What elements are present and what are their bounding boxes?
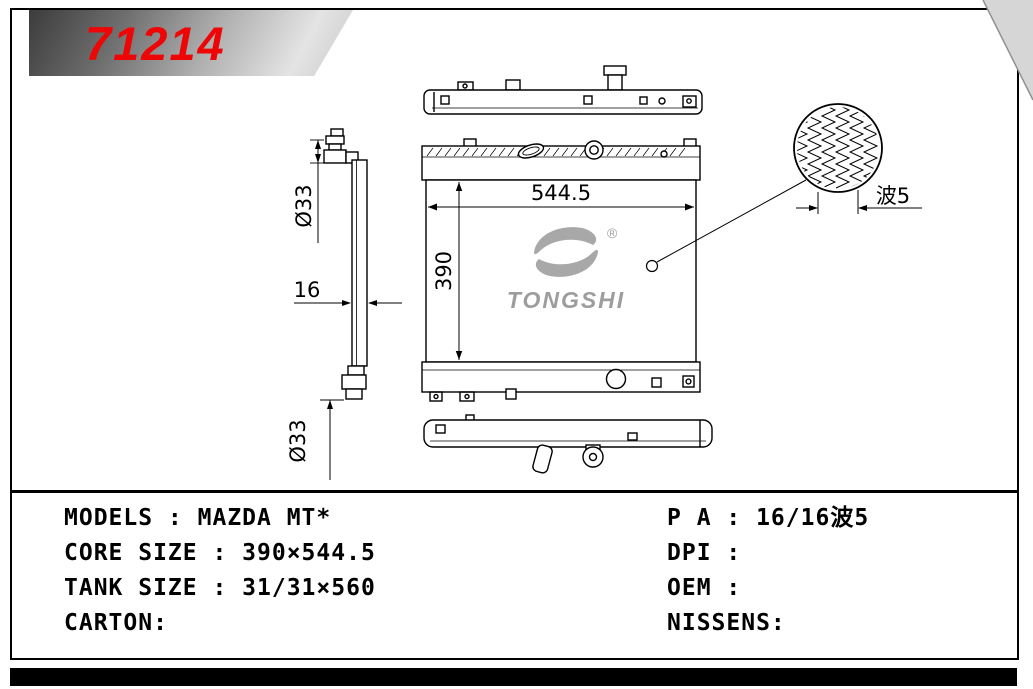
spec-oem: OEM :: [667, 575, 742, 601]
radiator-side-view: [323, 128, 368, 400]
page-corner-fold: [982, 0, 1033, 101]
spec-core-size: CORE SIZE : 390×544.5: [64, 540, 376, 566]
radiator-top-view: [423, 65, 703, 115]
part-number: 71214: [85, 16, 226, 70]
spec-column-right: P A : 16/16波5 DPI : OEM : NISSENS:: [667, 505, 869, 637]
spec-pa: P A : 16/16波5: [667, 505, 870, 531]
sheet-border: [10, 8, 1019, 660]
fin-detail: 波5: [645, 103, 922, 273]
dim-core-height-label: 390: [432, 251, 456, 291]
sheet-footer-bar: [10, 668, 1017, 686]
dim-bottom-pipe-label: Ø33: [286, 419, 310, 462]
spec-tank-size: TANK SIZE : 31/31×560: [64, 575, 376, 601]
part-number-banner: 71214: [29, 10, 353, 76]
spec-carton: CARTON:: [64, 610, 168, 636]
dim-top-pipe-label: Ø33: [292, 184, 316, 227]
spec-models: MODELS : MAZDA MT*: [64, 505, 332, 531]
dimension-thickness: 16: [294, 278, 402, 306]
dimension-bottom-pipe: Ø33: [286, 399, 344, 480]
dimension-core-width: 544.5: [428, 181, 694, 211]
logo-registered-mark: ®: [607, 225, 618, 241]
dim-fin-label: 波5: [876, 184, 910, 208]
radiator-bottom-view: [423, 414, 713, 474]
spec-column-left: MODELS : MAZDA MT* CORE SIZE : 390×544.5…: [64, 505, 376, 637]
dimension-top-pipe: Ø33: [292, 139, 324, 243]
dim-core-width-label: 544.5: [531, 181, 591, 205]
tongshi-logo: ® TONGSHI: [507, 225, 625, 313]
dimension-core-height: 390: [432, 182, 463, 360]
logo-swoosh-bottom: [535, 249, 598, 277]
spec-nissens: NISSENS:: [667, 610, 786, 636]
logo-wordmark: TONGSHI: [507, 287, 625, 313]
spec-divider: [12, 490, 1017, 493]
dim-thickness-label: 16: [294, 278, 321, 302]
logo-swoosh-top: [534, 227, 597, 255]
spec-dpi: DPI :: [667, 540, 742, 566]
